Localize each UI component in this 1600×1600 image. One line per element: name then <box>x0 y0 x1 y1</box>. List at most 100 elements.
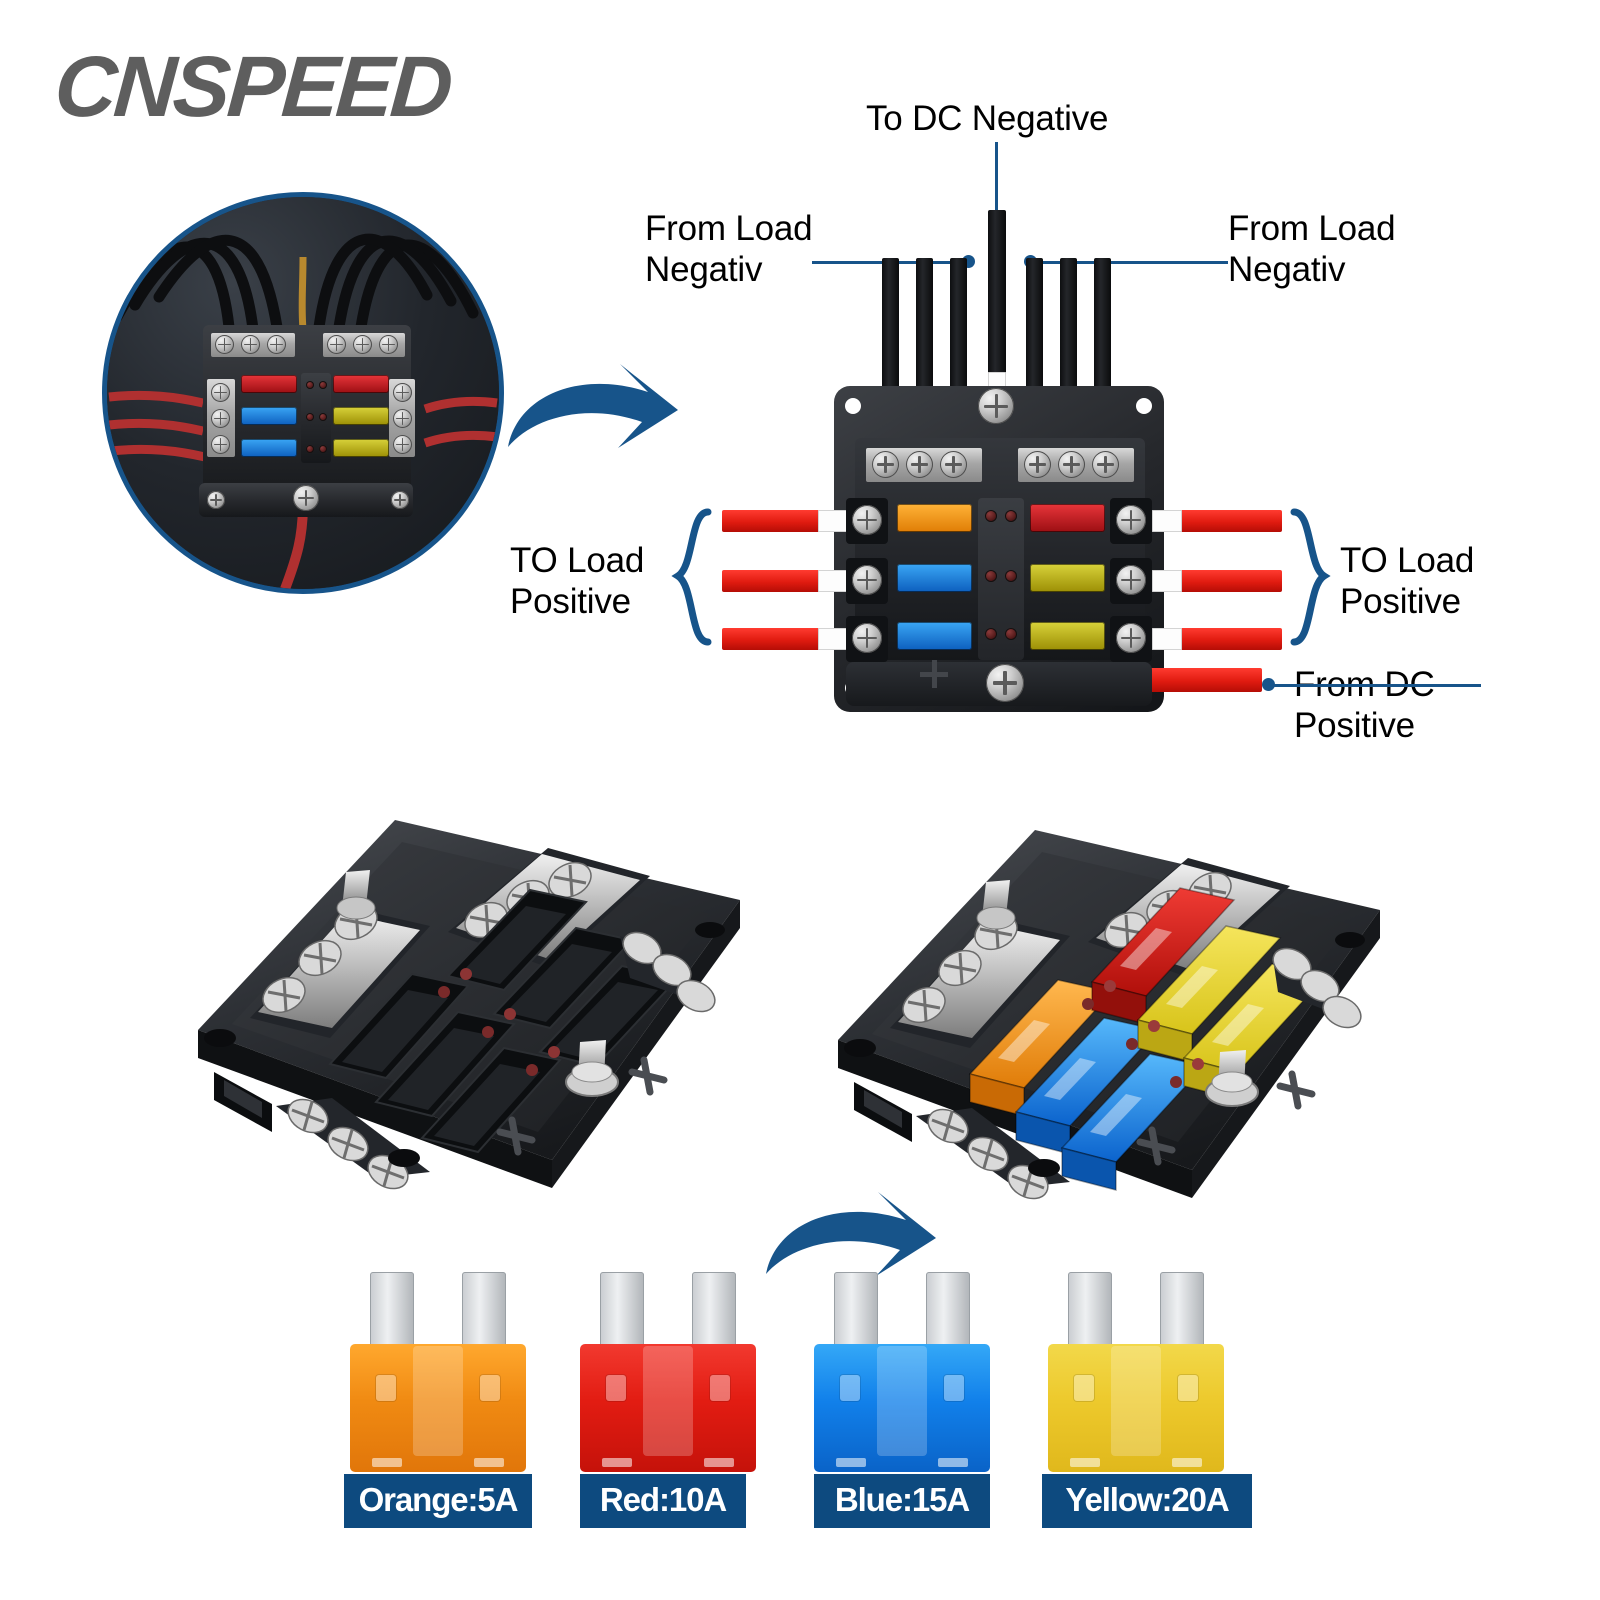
fuse-prong <box>926 1272 970 1358</box>
leader-load-neg-right <box>1030 261 1228 264</box>
inset-screw <box>211 435 230 454</box>
fuse-center-rib <box>643 1346 693 1457</box>
inset-screw <box>393 383 412 402</box>
inset-led <box>306 445 314 453</box>
legend-fuse-yellow <box>1048 1272 1224 1472</box>
empty-fusebox-render <box>198 820 740 1190</box>
diagram-fuse-yellow <box>1030 564 1105 592</box>
brace-right-icon <box>1290 508 1331 646</box>
fuse-window <box>376 1374 396 1401</box>
inset-screw <box>207 491 225 509</box>
label-from-dc-positive: From DC Positive <box>1294 665 1435 746</box>
wire-load-positive <box>1158 570 1282 592</box>
label-to-load-positive-left: TO Load Positive <box>510 541 645 622</box>
fuse-window <box>606 1374 626 1401</box>
brace-left-icon <box>671 508 712 646</box>
fuse-prong <box>1160 1272 1204 1358</box>
fuse-window <box>1074 1374 1094 1401</box>
diagram-fuse-blue <box>897 564 972 592</box>
dc-positive-stud <box>986 664 1024 702</box>
wire-load-positive <box>722 628 842 650</box>
terminal-screw <box>940 451 967 478</box>
product-photo-empty-fusebox <box>180 780 760 1210</box>
diagram-fuse-blue <box>897 622 972 650</box>
fuse-center-rib <box>413 1346 463 1457</box>
fuse-prong <box>600 1272 644 1358</box>
legend-badge-orange: Orange:5A <box>344 1474 532 1528</box>
leader-dc-positive <box>1385 684 1481 687</box>
wire-load-positive <box>1158 510 1282 532</box>
fuse-prong <box>1068 1272 1112 1358</box>
ferrule <box>1152 628 1182 650</box>
fuse-prong <box>370 1272 414 1358</box>
inset-fuse-yellow <box>333 407 389 425</box>
inset-led <box>319 445 327 453</box>
legend-fuse-red <box>580 1272 756 1472</box>
inset-screw <box>353 335 372 354</box>
diagram-fuse-yellow <box>1030 622 1105 650</box>
ferrule <box>1152 510 1182 532</box>
ferrule <box>818 510 848 532</box>
wire-load-positive <box>722 570 842 592</box>
fuse-foot <box>704 1458 734 1467</box>
inset-led <box>306 381 314 389</box>
inset-fuse-blue <box>241 439 297 457</box>
inset-screw <box>241 335 260 354</box>
dc-negative-stud <box>978 388 1014 424</box>
arrow-bottom-swoosh-icon <box>766 1192 936 1276</box>
inset-screw <box>327 335 346 354</box>
fuse-foot <box>372 1458 402 1467</box>
wire-dc-negative <box>988 210 1006 400</box>
terminal-screw <box>852 505 882 535</box>
fuse-window <box>944 1374 964 1401</box>
ferrule <box>818 570 848 592</box>
label-to-load-positive-right: TO Load Positive <box>1340 541 1475 622</box>
inset-led <box>319 413 327 421</box>
plus-mark-icon <box>932 660 937 688</box>
ferrule <box>1152 570 1182 592</box>
terminal-screw <box>1116 505 1146 535</box>
fuse-foot <box>602 1458 632 1467</box>
fuse-foot <box>474 1458 504 1467</box>
terminal-screw <box>906 451 933 478</box>
label-to-dc-negative: To DC Negative <box>866 99 1109 138</box>
terminal-screw <box>852 623 882 653</box>
legend-badge-yellow: Yellow:20A <box>1042 1474 1252 1528</box>
fuse-body-red <box>580 1344 756 1472</box>
label-from-load-negative-right: From Load Negativ <box>1228 209 1396 290</box>
brand-logo: CNSPEED <box>51 39 454 135</box>
led-indicator <box>1005 510 1017 522</box>
inset-fuse-red <box>241 375 297 393</box>
terminal-screw <box>1116 565 1146 595</box>
inset-screw <box>393 409 412 428</box>
terminal-screw <box>1092 451 1119 478</box>
terminal-screw <box>1024 451 1051 478</box>
installation-photo-inset <box>102 192 504 594</box>
fuse-body-blue <box>814 1344 990 1472</box>
inset-screw <box>211 409 230 428</box>
inset-screw <box>393 435 412 454</box>
terminal-screw <box>852 565 882 595</box>
inset-screw <box>379 335 398 354</box>
fuse-foot <box>836 1458 866 1467</box>
fuse-center-rib <box>877 1346 927 1457</box>
legend-badge-blue: Blue:15A <box>814 1474 990 1528</box>
fuse-prong <box>462 1272 506 1358</box>
inset-fuse-blue <box>241 407 297 425</box>
fuse-prong <box>692 1272 736 1358</box>
leader-dc-positive-seg <box>1268 684 1388 687</box>
diagram-fuse-orange <box>897 504 972 532</box>
inset-led <box>306 413 314 421</box>
terminal-screw <box>1116 623 1146 653</box>
legend-badge-red: Red:10A <box>580 1474 746 1528</box>
photo-fuse-yellow <box>1136 925 1282 1035</box>
inset-screw <box>215 335 234 354</box>
inset-screw <box>391 491 409 509</box>
ferrule <box>818 628 848 650</box>
fuse-foot <box>938 1458 968 1467</box>
arrow-top-swoosh-icon <box>508 364 678 448</box>
inset-screw <box>267 335 286 354</box>
inset-led <box>319 381 327 389</box>
fuse-window <box>480 1374 500 1401</box>
fuse-prong <box>834 1272 878 1358</box>
